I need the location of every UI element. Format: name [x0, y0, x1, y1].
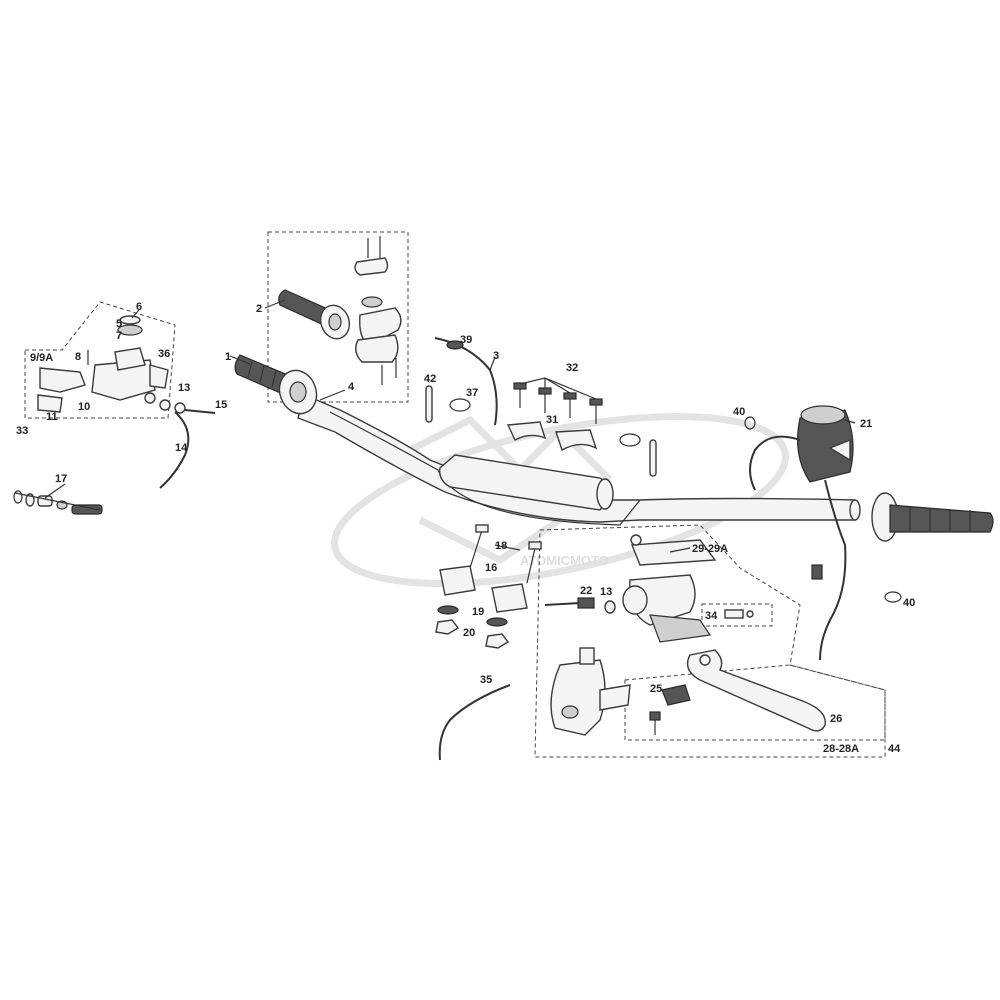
upper-clamps — [506, 421, 598, 452]
cable-tie-37b — [619, 433, 641, 447]
brake-piston-parts — [13, 490, 103, 515]
callout-34: 34 — [705, 610, 718, 622]
callout-8: 8 — [75, 351, 81, 363]
callout-14: 14 — [175, 442, 188, 454]
upper-clamp-bolts — [513, 377, 603, 424]
cable-tie-37 — [449, 398, 471, 412]
callout-4: 4 — [348, 381, 355, 393]
clutch-lever — [686, 649, 826, 732]
callout-6: 6 — [136, 301, 142, 313]
callout-3: 3 — [493, 350, 499, 362]
callout-35: 35 — [480, 674, 492, 686]
callout-31: 31 — [546, 414, 558, 426]
callout-5: 5 — [116, 318, 122, 330]
callout-labels: 1 2 3 4 5 6 7 8 9/9A 10 11 13 13 14 15 1… — [16, 301, 915, 755]
callout-36: 36 — [158, 348, 170, 360]
cable-adjuster — [446, 340, 464, 350]
watermark-text: ATOMICMOTO — [520, 553, 609, 568]
callout-7: 7 — [116, 330, 122, 342]
callout-40-upper: 40 — [733, 406, 745, 418]
washers — [437, 605, 508, 627]
clutch-perch — [622, 534, 717, 643]
callout-44: 44 — [888, 743, 901, 755]
callout-33: 33 — [16, 425, 28, 437]
clip-40-lower — [884, 591, 902, 603]
kill-switch-housing — [744, 405, 902, 661]
lever-subgroup-box — [624, 664, 886, 741]
callout-11: 11 — [46, 411, 58, 423]
callout-16: 16 — [485, 562, 497, 574]
callout-13-right: 13 — [600, 586, 612, 598]
lower-clamp-bolts — [469, 524, 542, 584]
right-grip — [871, 492, 994, 542]
handlebar — [297, 394, 861, 526]
connector — [811, 564, 823, 580]
adjuster-box — [701, 603, 773, 627]
throttle-group-box — [267, 231, 409, 403]
callout-29-29a: 29-29A — [692, 543, 728, 555]
clutch-adjuster-screw — [724, 609, 754, 619]
throttle-assembly — [278, 236, 402, 385]
clutch-group-box — [534, 524, 886, 758]
leader-lines — [44, 299, 856, 553]
brake-hose — [159, 399, 216, 489]
callout-20: 20 — [463, 627, 475, 639]
nuts — [435, 619, 510, 649]
front-brake-master-cylinder — [37, 315, 169, 413]
callout-28-28a: 28-28A — [823, 743, 859, 755]
clutch-cable-adjuster — [544, 597, 616, 614]
callout-15: 15 — [215, 399, 227, 411]
lower-clamps — [439, 565, 528, 613]
clip-40-upper — [744, 416, 756, 430]
cable-clip-b — [649, 439, 657, 477]
lever-pivot-parts — [649, 684, 691, 735]
callout-26: 26 — [830, 713, 842, 725]
crossbar-pad — [439, 454, 614, 511]
callout-17: 17 — [55, 473, 67, 485]
callout-13-left: 13 — [178, 382, 190, 394]
left-grip — [234, 354, 318, 415]
callout-40-lower: 40 — [903, 597, 915, 609]
callout-37: 37 — [466, 387, 478, 399]
cable-clip-42 — [425, 385, 433, 423]
callout-22: 22 — [580, 585, 592, 597]
callout-2: 2 — [256, 303, 262, 315]
callout-25: 25 — [650, 683, 662, 695]
callout-18: 18 — [495, 540, 507, 552]
callout-32: 32 — [566, 362, 578, 374]
lever-bracket-body — [550, 647, 631, 736]
throttle-cable — [434, 337, 498, 426]
callout-19: 19 — [472, 606, 484, 618]
callout-42: 42 — [424, 373, 436, 385]
callout-39: 39 — [460, 334, 472, 346]
front-brake-group-box — [24, 301, 176, 419]
callout-9-9a: 9/9A — [30, 352, 53, 364]
callout-10: 10 — [78, 401, 90, 413]
callout-21: 21 — [860, 418, 872, 430]
cable-35 — [438, 684, 511, 761]
callout-1: 1 — [225, 351, 231, 363]
